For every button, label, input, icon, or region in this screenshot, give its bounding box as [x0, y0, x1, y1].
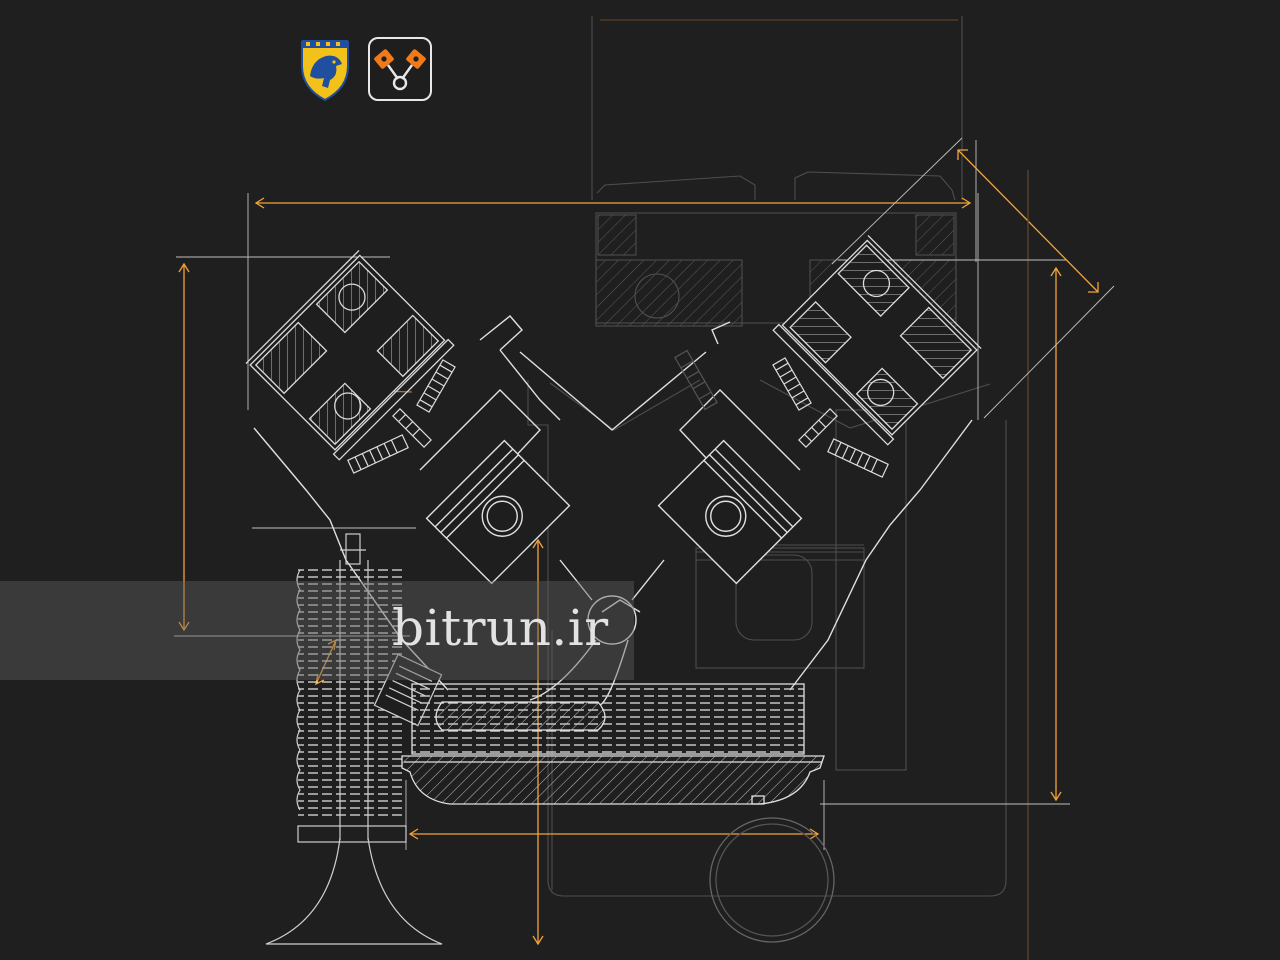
watermark-text: bitrun.ir — [392, 599, 609, 657]
watermark-band — [0, 581, 634, 680]
engine-block — [253, 315, 973, 706]
ikco-logo — [296, 36, 354, 102]
shield-horse-icon — [301, 40, 349, 102]
left-cylinder-head — [245, 249, 455, 461]
right-cylinder-head — [772, 234, 982, 446]
app-logo — [368, 37, 432, 101]
valve-springs — [347, 349, 889, 478]
dimension-lines — [178, 149, 1099, 960]
engine-pistons-icon — [374, 49, 426, 91]
oil-pan — [401, 683, 835, 943]
